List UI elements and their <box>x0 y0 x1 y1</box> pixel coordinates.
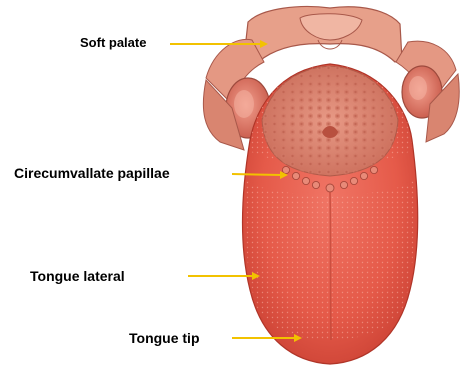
tongue-illustration <box>243 64 418 364</box>
label-tongue-tip: Tongue tip <box>129 331 200 345</box>
label-tongue-lateral: Tongue lateral <box>30 269 125 283</box>
label-circumvallate-papillae: Cirecumvallate papillae <box>14 166 170 180</box>
label-soft-palate: Soft palate <box>80 36 146 49</box>
